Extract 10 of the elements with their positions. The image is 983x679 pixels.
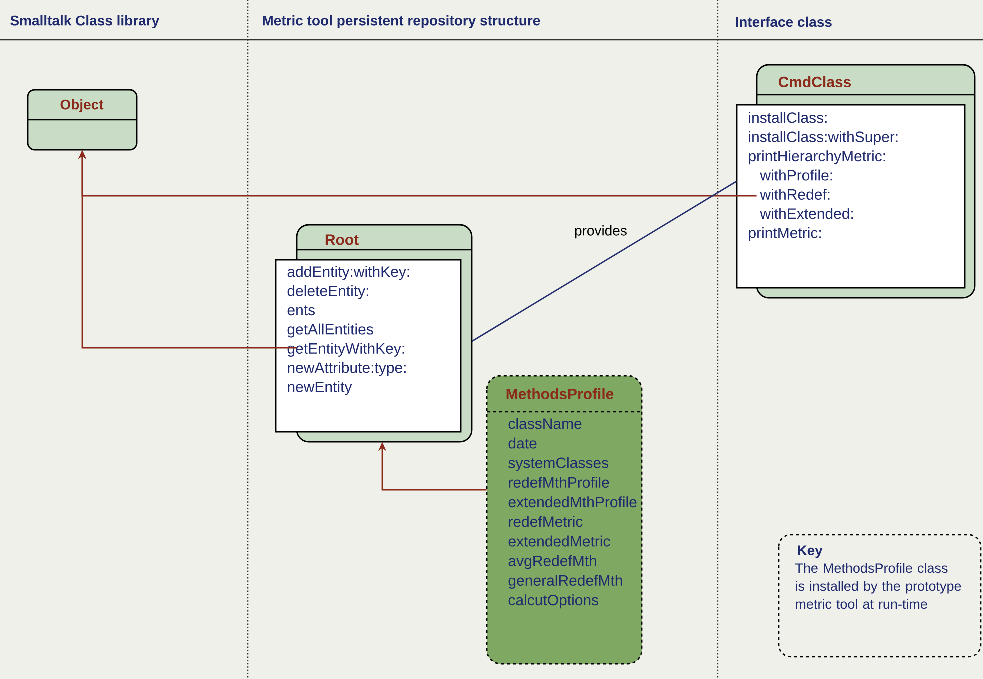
class-box: Object: [27, 89, 138, 151]
column-heading: Metric tool persistent repository structure: [263, 15, 540, 29]
class-box: Root addEntity:withKey: deleteEntity: ents getAllEntities getEntityWithKey: newAttribute:type: newEntity: [275, 224, 473, 443]
key-box: Key The MethodsProfile class is installed by the prototype metric tool at run-time: [778, 534, 982, 658]
column-heading: Interface class: [736, 16, 832, 28]
class-box: CmdClass installClass: installClass:withSuper: printHierarchyMetric: withProfile: withRedef: withExtended: printMetric:: [736, 64, 976, 299]
column-heading: Smalltalk Class library: [10, 15, 160, 29]
edge-label: provides: [572, 224, 630, 241]
class-box: MethodsProfile className date systemClasses redefMthProfile extendedMthProfile redefMetric extendedMetric avgRedefMth generalRedefMth calcutOptions: [486, 375, 643, 665]
connector: [472, 180, 738, 342]
